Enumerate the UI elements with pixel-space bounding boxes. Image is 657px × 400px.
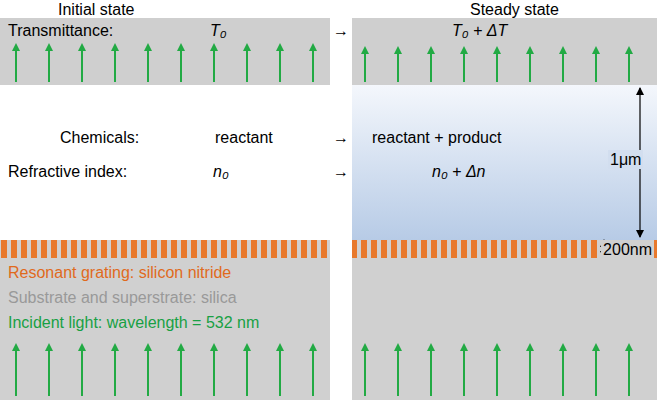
light-arrow <box>246 47 248 82</box>
value-text: n₀ <box>213 162 229 181</box>
light-arrow <box>364 347 366 396</box>
transition-arrow: → <box>333 128 349 147</box>
light-arrow <box>397 50 399 82</box>
light-arrow <box>180 347 182 396</box>
row-label: Refractive index: <box>8 162 127 181</box>
light-arrow <box>279 347 281 396</box>
dimension-label: 200nm <box>601 240 654 259</box>
light-arrow <box>397 347 399 396</box>
resonant-grating <box>0 240 330 258</box>
light-arrow <box>364 50 366 82</box>
value-text: reactant <box>215 128 273 147</box>
light-arrow <box>562 347 564 396</box>
substrate-band <box>0 258 330 400</box>
legend-note: Resonant grating: silicon nitride <box>8 263 231 282</box>
legend-note: Substrate and superstrate: silica <box>8 288 237 307</box>
superstrate-band <box>0 18 330 85</box>
light-arrow <box>114 47 116 82</box>
light-arrow <box>496 50 498 82</box>
light-arrow <box>628 347 630 396</box>
dimension-label: 1μm <box>608 150 643 169</box>
light-arrow <box>48 347 50 396</box>
light-arrow <box>595 50 597 82</box>
light-arrow <box>48 47 50 82</box>
value-text: reactant + product <box>372 128 501 147</box>
row-label: Transmittance: <box>8 21 113 40</box>
light-arrow <box>430 347 432 396</box>
light-arrow <box>213 347 215 396</box>
superstrate-band <box>352 18 657 85</box>
legend-note: Incident light: wavelength = 532 nm <box>8 313 259 332</box>
light-arrow <box>595 347 597 396</box>
value-text: n₀ + Δn <box>432 162 486 181</box>
light-arrow <box>312 47 314 82</box>
light-arrow <box>463 347 465 396</box>
light-arrow <box>180 47 182 82</box>
light-arrows <box>16 47 629 396</box>
light-arrow <box>147 347 149 396</box>
light-arrow <box>246 347 248 396</box>
light-arrow <box>15 47 17 82</box>
resonant-grating <box>352 240 657 258</box>
light-arrow <box>15 347 17 396</box>
light-arrow <box>430 50 432 82</box>
value-text: T₀ <box>210 21 227 40</box>
light-arrow <box>213 47 215 82</box>
light-arrow <box>147 47 149 82</box>
transition-arrow: → <box>333 21 349 40</box>
light-arrow <box>496 347 498 396</box>
transition-arrow: → <box>333 162 349 181</box>
light-arrow <box>279 47 281 82</box>
light-arrow <box>628 50 630 82</box>
light-arrow <box>114 347 116 396</box>
light-arrow <box>81 47 83 82</box>
light-arrow <box>81 347 83 396</box>
panel-title: Steady state <box>470 0 559 19</box>
light-arrow <box>529 50 531 82</box>
panel-title: Initial state <box>58 0 134 19</box>
value-text: T₀ + ΔT <box>452 21 507 40</box>
substrate-band <box>352 258 657 400</box>
light-arrow <box>312 347 314 396</box>
solution-region <box>352 85 657 240</box>
light-arrow <box>529 347 531 396</box>
row-label: Chemicals: <box>60 128 139 147</box>
light-arrow <box>463 50 465 82</box>
light-arrow <box>562 50 564 82</box>
